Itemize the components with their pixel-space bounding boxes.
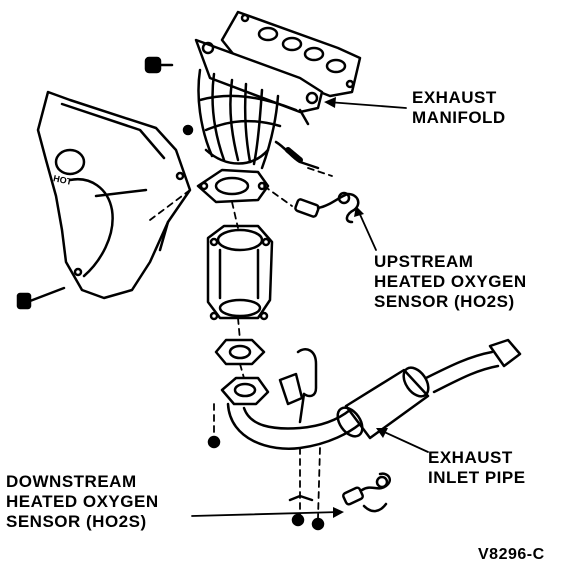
heat-shield-bolt [16,286,66,310]
exhaust-inlet-pipe [220,338,522,450]
exhaust-manifold-label-line-1: EXHAUST [412,88,497,107]
manifold-heat-shield [36,90,192,300]
downstream-sensor-label-line-2: HEATED OXYGEN [6,492,159,511]
catalytic-converter [206,224,274,321]
upstream-ho2s-sensor [274,140,360,224]
downstream-ho2s-sensor [342,472,391,513]
leader-arrowheads [324,97,388,518]
label-leader-lines [191,101,429,517]
downstream-sensor-label-line-1: DOWNSTREAM [6,472,137,491]
manifold-outlet-flange [196,168,270,204]
manifold-stud [144,56,194,136]
assembly-alignment-lines [149,167,333,519]
converter-gasket [214,338,266,366]
downstream-sensor-label-line-3: SENSOR (HO2S) [6,512,147,531]
upstream-sensor-label-line-3: SENSOR (HO2S) [374,292,515,311]
figure-code: V8296-C [478,546,545,563]
exhaust-manifold [194,38,324,170]
upstream-sensor-label: UPSTREAM HEATED OXYGEN SENSOR (HO2S) [374,252,527,312]
downstream-sensor-label: DOWNSTREAM HEATED OXYGEN SENSOR (HO2S) [6,472,159,532]
pipe-hanger-bracket [278,348,318,424]
exhaust-inlet-pipe-label: EXHAUST INLET PIPE [428,448,526,488]
exhaust-manifold-label: EXHAUST MANIFOLD [412,88,506,128]
exhaust-manifold-label-line-2: MANIFOLD [412,108,506,127]
upstream-sensor-label-line-1: UPSTREAM [374,252,474,271]
upstream-sensor-label-line-2: HEATED OXYGEN [374,272,527,291]
heat-shield-marking: HOT [52,173,73,187]
exhaust-inlet-pipe-label-line-2: INLET PIPE [428,468,526,487]
manifold-gasket [220,10,362,98]
exhaust-inlet-pipe-label-line-1: EXHAUST [428,448,513,467]
